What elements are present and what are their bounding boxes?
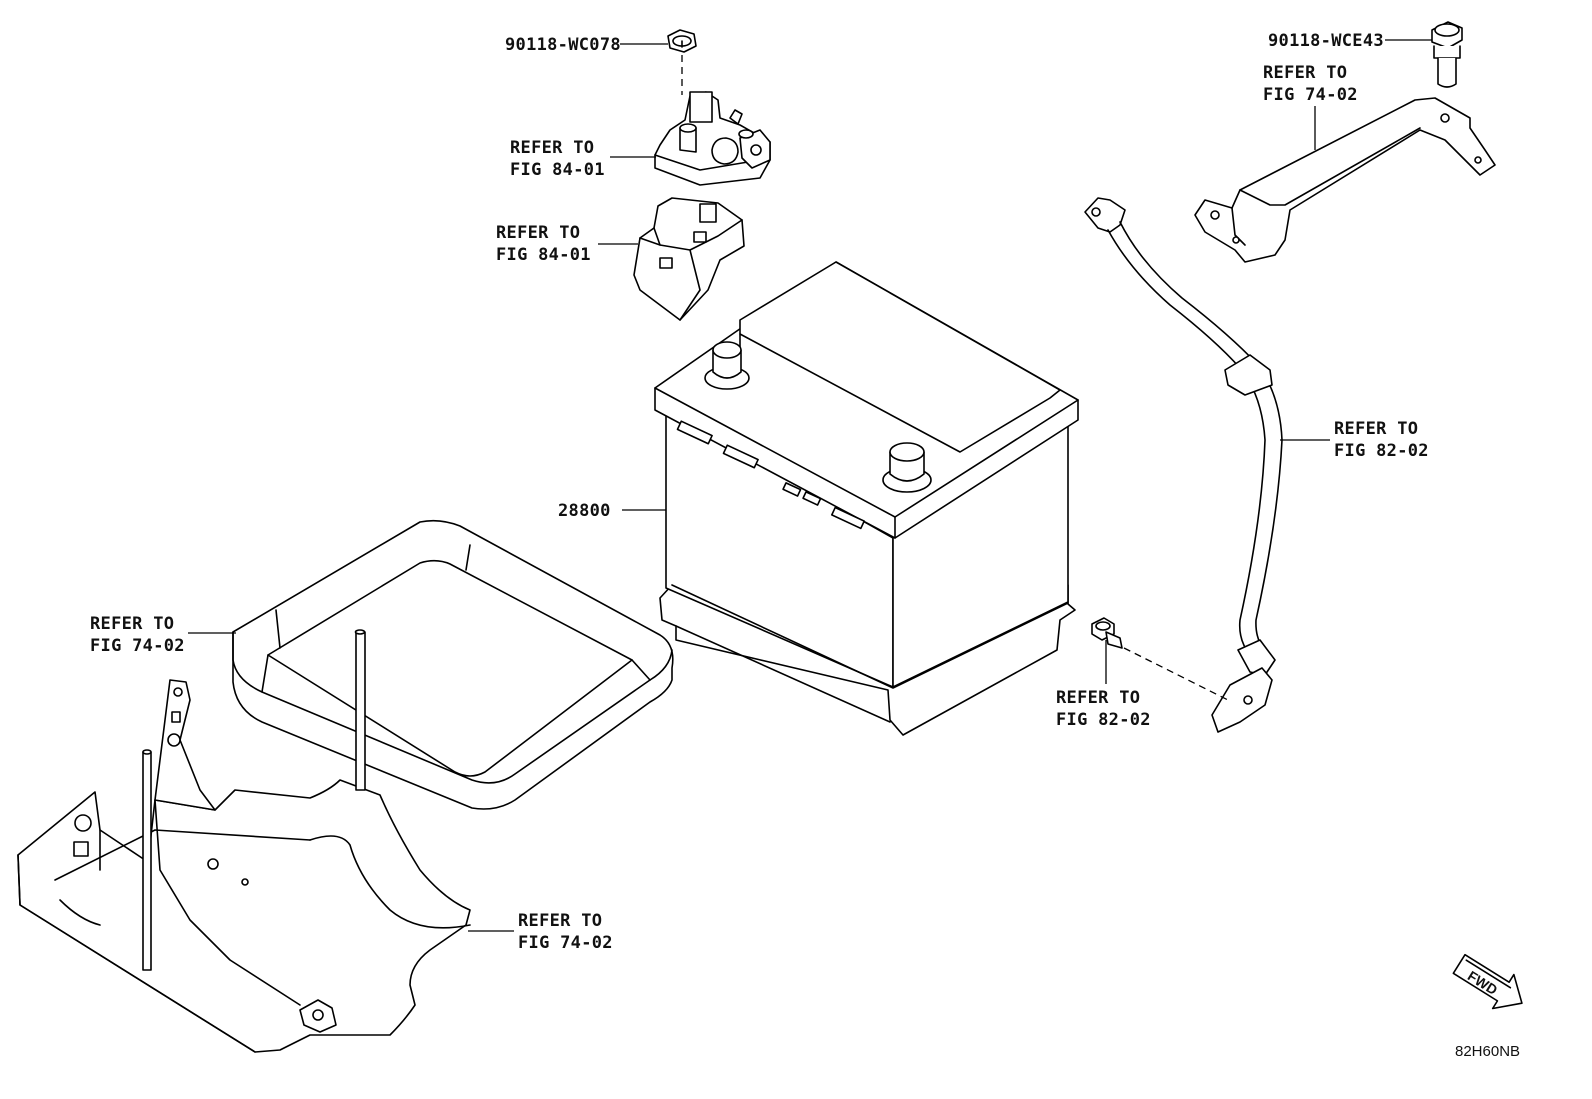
ground-bolt[interactable] [1091,617,1123,649]
battery-clamp[interactable] [1194,97,1496,263]
ground-cable[interactable] [1084,197,1283,733]
hold-down-rod-left[interactable] [142,749,152,971]
label-ground-cable-line2[interactable]: FIG 82-02 [1334,441,1429,461]
label-battery[interactable]: 28800 [558,501,611,521]
battery-terminal[interactable] [654,91,771,186]
bolt-90118-wce43[interactable] [1431,21,1463,88]
label-carrier-line2[interactable]: FIG 74-02 [518,933,613,953]
label-tray-line1[interactable]: REFER TO [90,614,174,634]
label-terminal-cover-line2[interactable]: FIG 84-01 [496,245,591,265]
label-clamp-line2[interactable]: FIG 74-02 [1263,85,1358,105]
drawing-code: 82H60NB [1455,1043,1520,1060]
battery-carrier[interactable] [17,679,471,1053]
label-ground-bolt-line1[interactable]: REFER TO [1056,688,1140,708]
hold-down-rod-right[interactable] [354,629,366,791]
battery-tray[interactable] [232,519,674,810]
label-bolt-right[interactable]: 90118-WCE43 [1268,31,1384,51]
ground-bolt-dashed-leader [1123,647,1229,701]
label-ground-cable-line1[interactable]: REFER TO [1334,419,1418,439]
bolt-90118-wc078[interactable] [667,29,697,53]
label-terminal-cover-line1[interactable]: REFER TO [496,223,580,243]
terminal-cover[interactable] [633,197,745,321]
label-clamp-line1[interactable]: REFER TO [1263,63,1347,83]
label-terminal-line2[interactable]: FIG 84-01 [510,160,605,180]
fwd-arrow-icon [1452,953,1523,1010]
label-terminal-line1[interactable]: REFER TO [510,138,594,158]
label-carrier-line1[interactable]: REFER TO [518,911,602,931]
label-ground-bolt-line2[interactable]: FIG 82-02 [1056,710,1151,730]
battery[interactable] [654,261,1079,736]
label-bolt-top[interactable]: 90118-WC078 [505,35,621,55]
label-tray-line2[interactable]: FIG 74-02 [90,636,185,656]
